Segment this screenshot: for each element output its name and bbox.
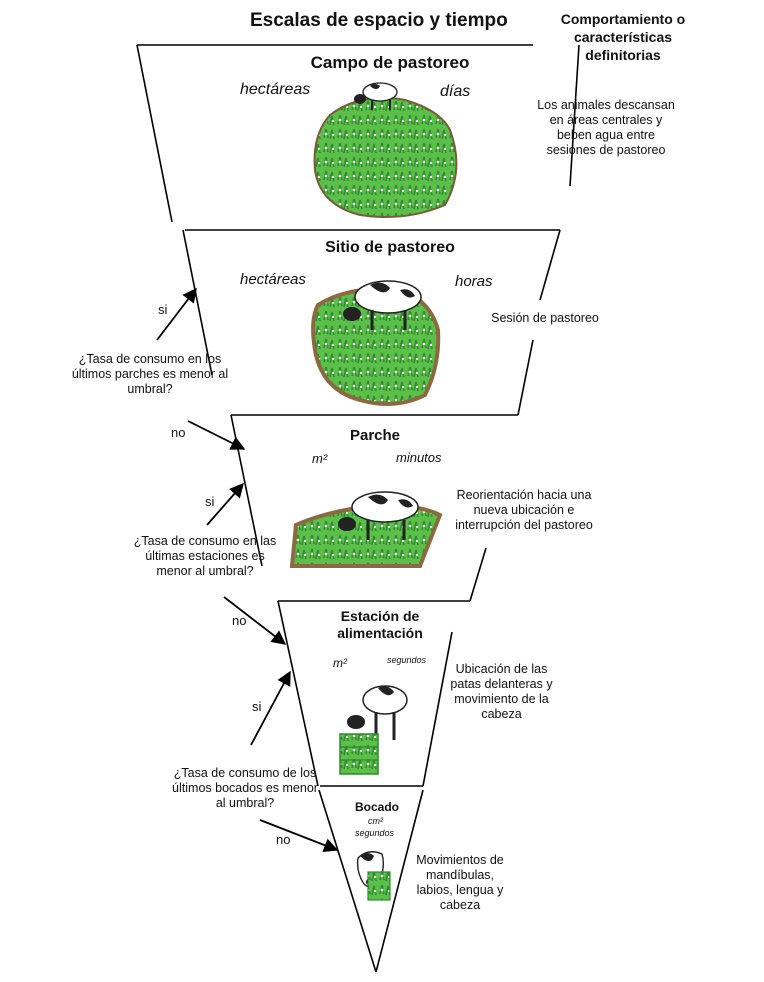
arrow-no-3 — [259, 819, 339, 853]
bite-illustration — [356, 851, 391, 901]
question-stations: ¿Tasa de consumo en las últimas estacion… — [133, 534, 277, 578]
arrow-yes-2 — [206, 482, 244, 526]
diagram-title: Escalas de espacio y tiempo — [250, 10, 508, 31]
funnel-right-edge-6 — [375, 789, 424, 973]
description-grazing-site: Sesión de pastoreo — [491, 311, 599, 325]
patch-illustration — [289, 491, 443, 568]
answer-no-1: no — [171, 425, 186, 440]
space-unit-grazing-site: hectáreas — [240, 271, 306, 288]
space-unit-bite: cm² — [368, 816, 383, 826]
space-unit-feeding-station: m² — [333, 656, 347, 670]
description-feeding-station: Ubicación de las patas delanteras y movi… — [450, 662, 553, 721]
cow-icon-1 — [354, 82, 398, 110]
cow-icon-2 — [343, 280, 422, 330]
time-unit-patch: minutos — [396, 450, 442, 465]
time-unit-grazing-field: días — [440, 83, 471, 100]
level-name-grazing-field: Campo de pastoreo — [310, 53, 470, 72]
arrow-yes-3 — [250, 670, 291, 746]
question-patches: ¿Tasa de consumo en los últimos parches … — [71, 352, 229, 396]
answer-yes-1: si — [158, 302, 168, 317]
question-bites: ¿Tasa de consumo de los últimos bocados … — [172, 766, 318, 810]
feeding-station-illustration — [339, 685, 408, 775]
funnel-right-edge-4 — [469, 547, 487, 602]
space-unit-grazing-field: hectáreas — [240, 81, 311, 98]
arrow-yes-1 — [156, 287, 197, 341]
level-name-bite: Bocado — [354, 800, 399, 814]
funnel-left-edge-1 — [136, 44, 173, 223]
level-name-patch: Parche — [349, 427, 401, 444]
funnel-left-edge-5 — [318, 789, 377, 973]
grazing-site-illustration — [311, 280, 441, 406]
funnel-left-edge-2 — [182, 229, 213, 376]
answer-no-2: no — [232, 613, 247, 628]
behavior-header: Comportamiento o características definit… — [560, 11, 686, 63]
arrow-no-1 — [187, 420, 246, 450]
funnel-right-edge-2 — [539, 229, 561, 301]
answer-yes-3: si — [252, 699, 262, 714]
funnel-right-edge-1 — [569, 44, 580, 187]
answer-no-3: no — [276, 832, 291, 847]
cow-icon-4 — [347, 685, 408, 740]
description-patch: Reorientación hacia una nueva ubicación … — [455, 488, 593, 532]
grazing-field-illustration — [313, 82, 458, 219]
space-unit-patch: m² — [312, 451, 328, 466]
time-unit-grazing-site: horas — [455, 273, 493, 290]
funnel-left-edge-4 — [277, 600, 319, 787]
time-unit-bite: segundos — [355, 828, 395, 838]
funnel-right-edge-5 — [422, 631, 453, 787]
cow-icon-3 — [338, 491, 419, 540]
answer-yes-2: si — [205, 494, 215, 509]
arrow-no-2 — [223, 596, 287, 645]
description-bite: Movimientos de mandíbulas, labios, lengu… — [416, 853, 504, 912]
level-name-feeding-station: Estación de alimentación — [337, 608, 423, 641]
time-unit-feeding-station: segundos — [387, 655, 427, 665]
description-grazing-field: Los animales descansan en áreas centrale… — [537, 98, 675, 157]
level-name-grazing-site: Sitio de pastoreo — [325, 239, 455, 256]
funnel-right-edge-3 — [517, 339, 534, 416]
